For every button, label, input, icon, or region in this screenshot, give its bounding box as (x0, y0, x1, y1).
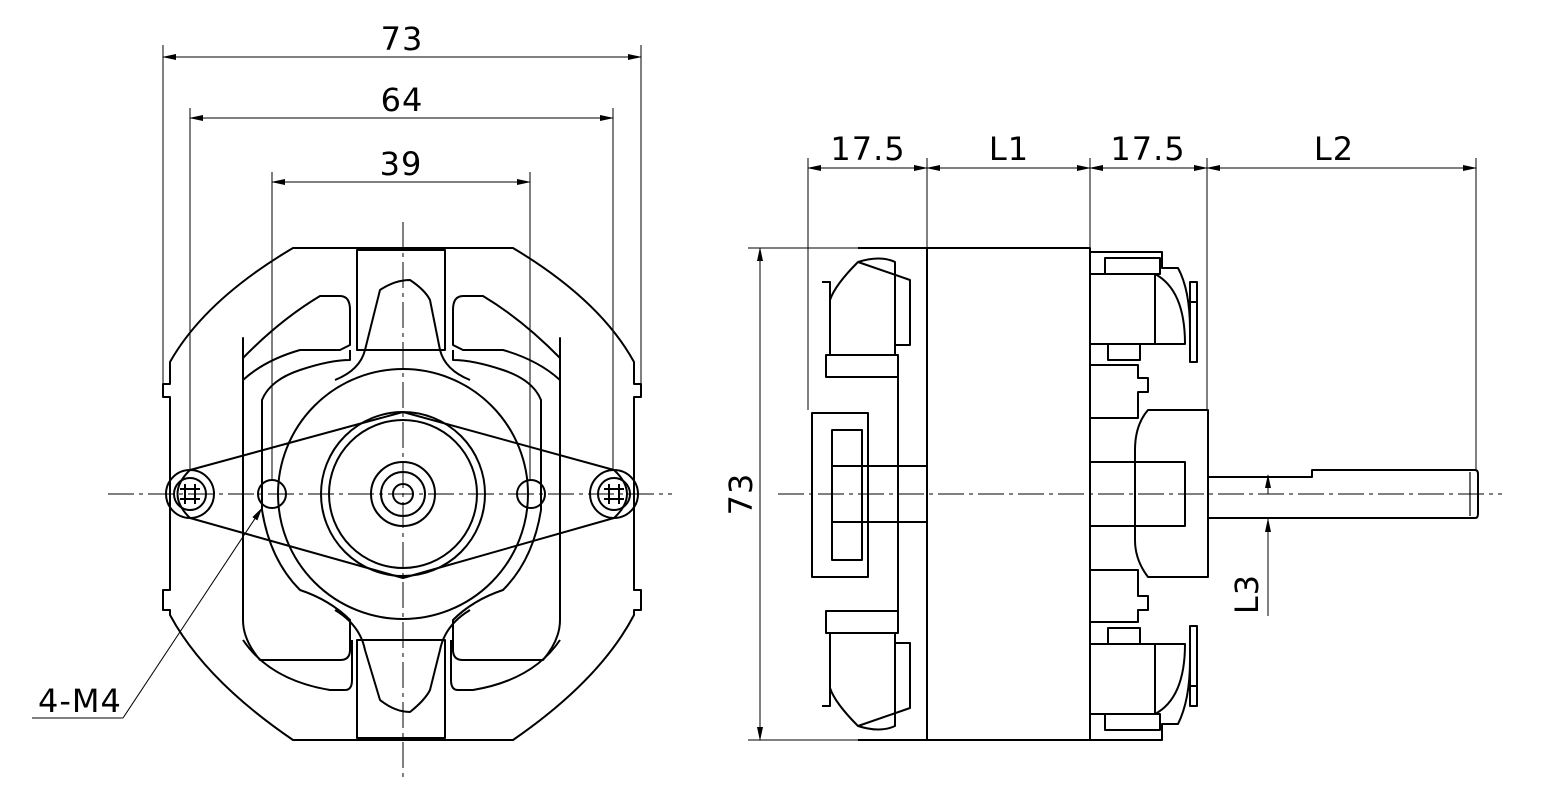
window-top-left (242, 295, 351, 381)
dim-mount-pitch: 64 (189, 81, 614, 470)
dim-overall-width: 73 (162, 20, 642, 384)
callout-label: 4-M4 (38, 682, 122, 720)
dim-label-l2: L2 (1314, 130, 1354, 168)
dim-label-64: 64 (381, 81, 424, 119)
window-top-right (452, 295, 561, 381)
inner-lamination-right (452, 350, 561, 661)
stator-pole-top (334, 279, 471, 381)
hole-right (516, 479, 546, 509)
hub-inner (328, 419, 478, 569)
dim-label-right-coil: 17.5 (1110, 130, 1185, 168)
bearing-outer (370, 461, 436, 527)
window-bottom-right (450, 639, 561, 691)
front-view: 73 64 39 4-M4 (32, 20, 672, 780)
dim-label-height: 73 (722, 473, 760, 516)
side-view: 73 17.5 L1 17.5 L2 L3 (722, 130, 1502, 741)
top-yoke (356, 249, 446, 351)
stator-pole-bottom (334, 609, 471, 713)
dim-hole-pitch: 39 (271, 145, 531, 480)
rotor-bore (277, 368, 529, 620)
inner-lamination (242, 350, 351, 661)
dim-label-73: 73 (381, 20, 424, 58)
dim-label-39: 39 (380, 145, 423, 183)
bearing-inner (380, 471, 426, 517)
dim-label-l1: L1 (989, 130, 1029, 168)
dim-label-left-coil: 17.5 (830, 130, 905, 168)
frame-outline (162, 247, 642, 741)
right-coil (1089, 251, 1209, 741)
callout-4-m4: 4-M4 (32, 507, 263, 720)
dim-shaft-offset: L3 (1228, 474, 1271, 616)
dim-side-chain: 17.5 L1 17.5 L2 (807, 130, 1477, 470)
dim-label-l3: L3 (1228, 574, 1266, 614)
screw-right (589, 469, 639, 519)
window-bottom-left (242, 639, 353, 691)
shaft (1207, 469, 1479, 519)
left-coil (811, 247, 928, 741)
dim-side-height: 73 (722, 247, 858, 741)
shaft-end (392, 483, 414, 505)
bottom-yoke (356, 639, 446, 739)
hub-outer (320, 411, 486, 577)
